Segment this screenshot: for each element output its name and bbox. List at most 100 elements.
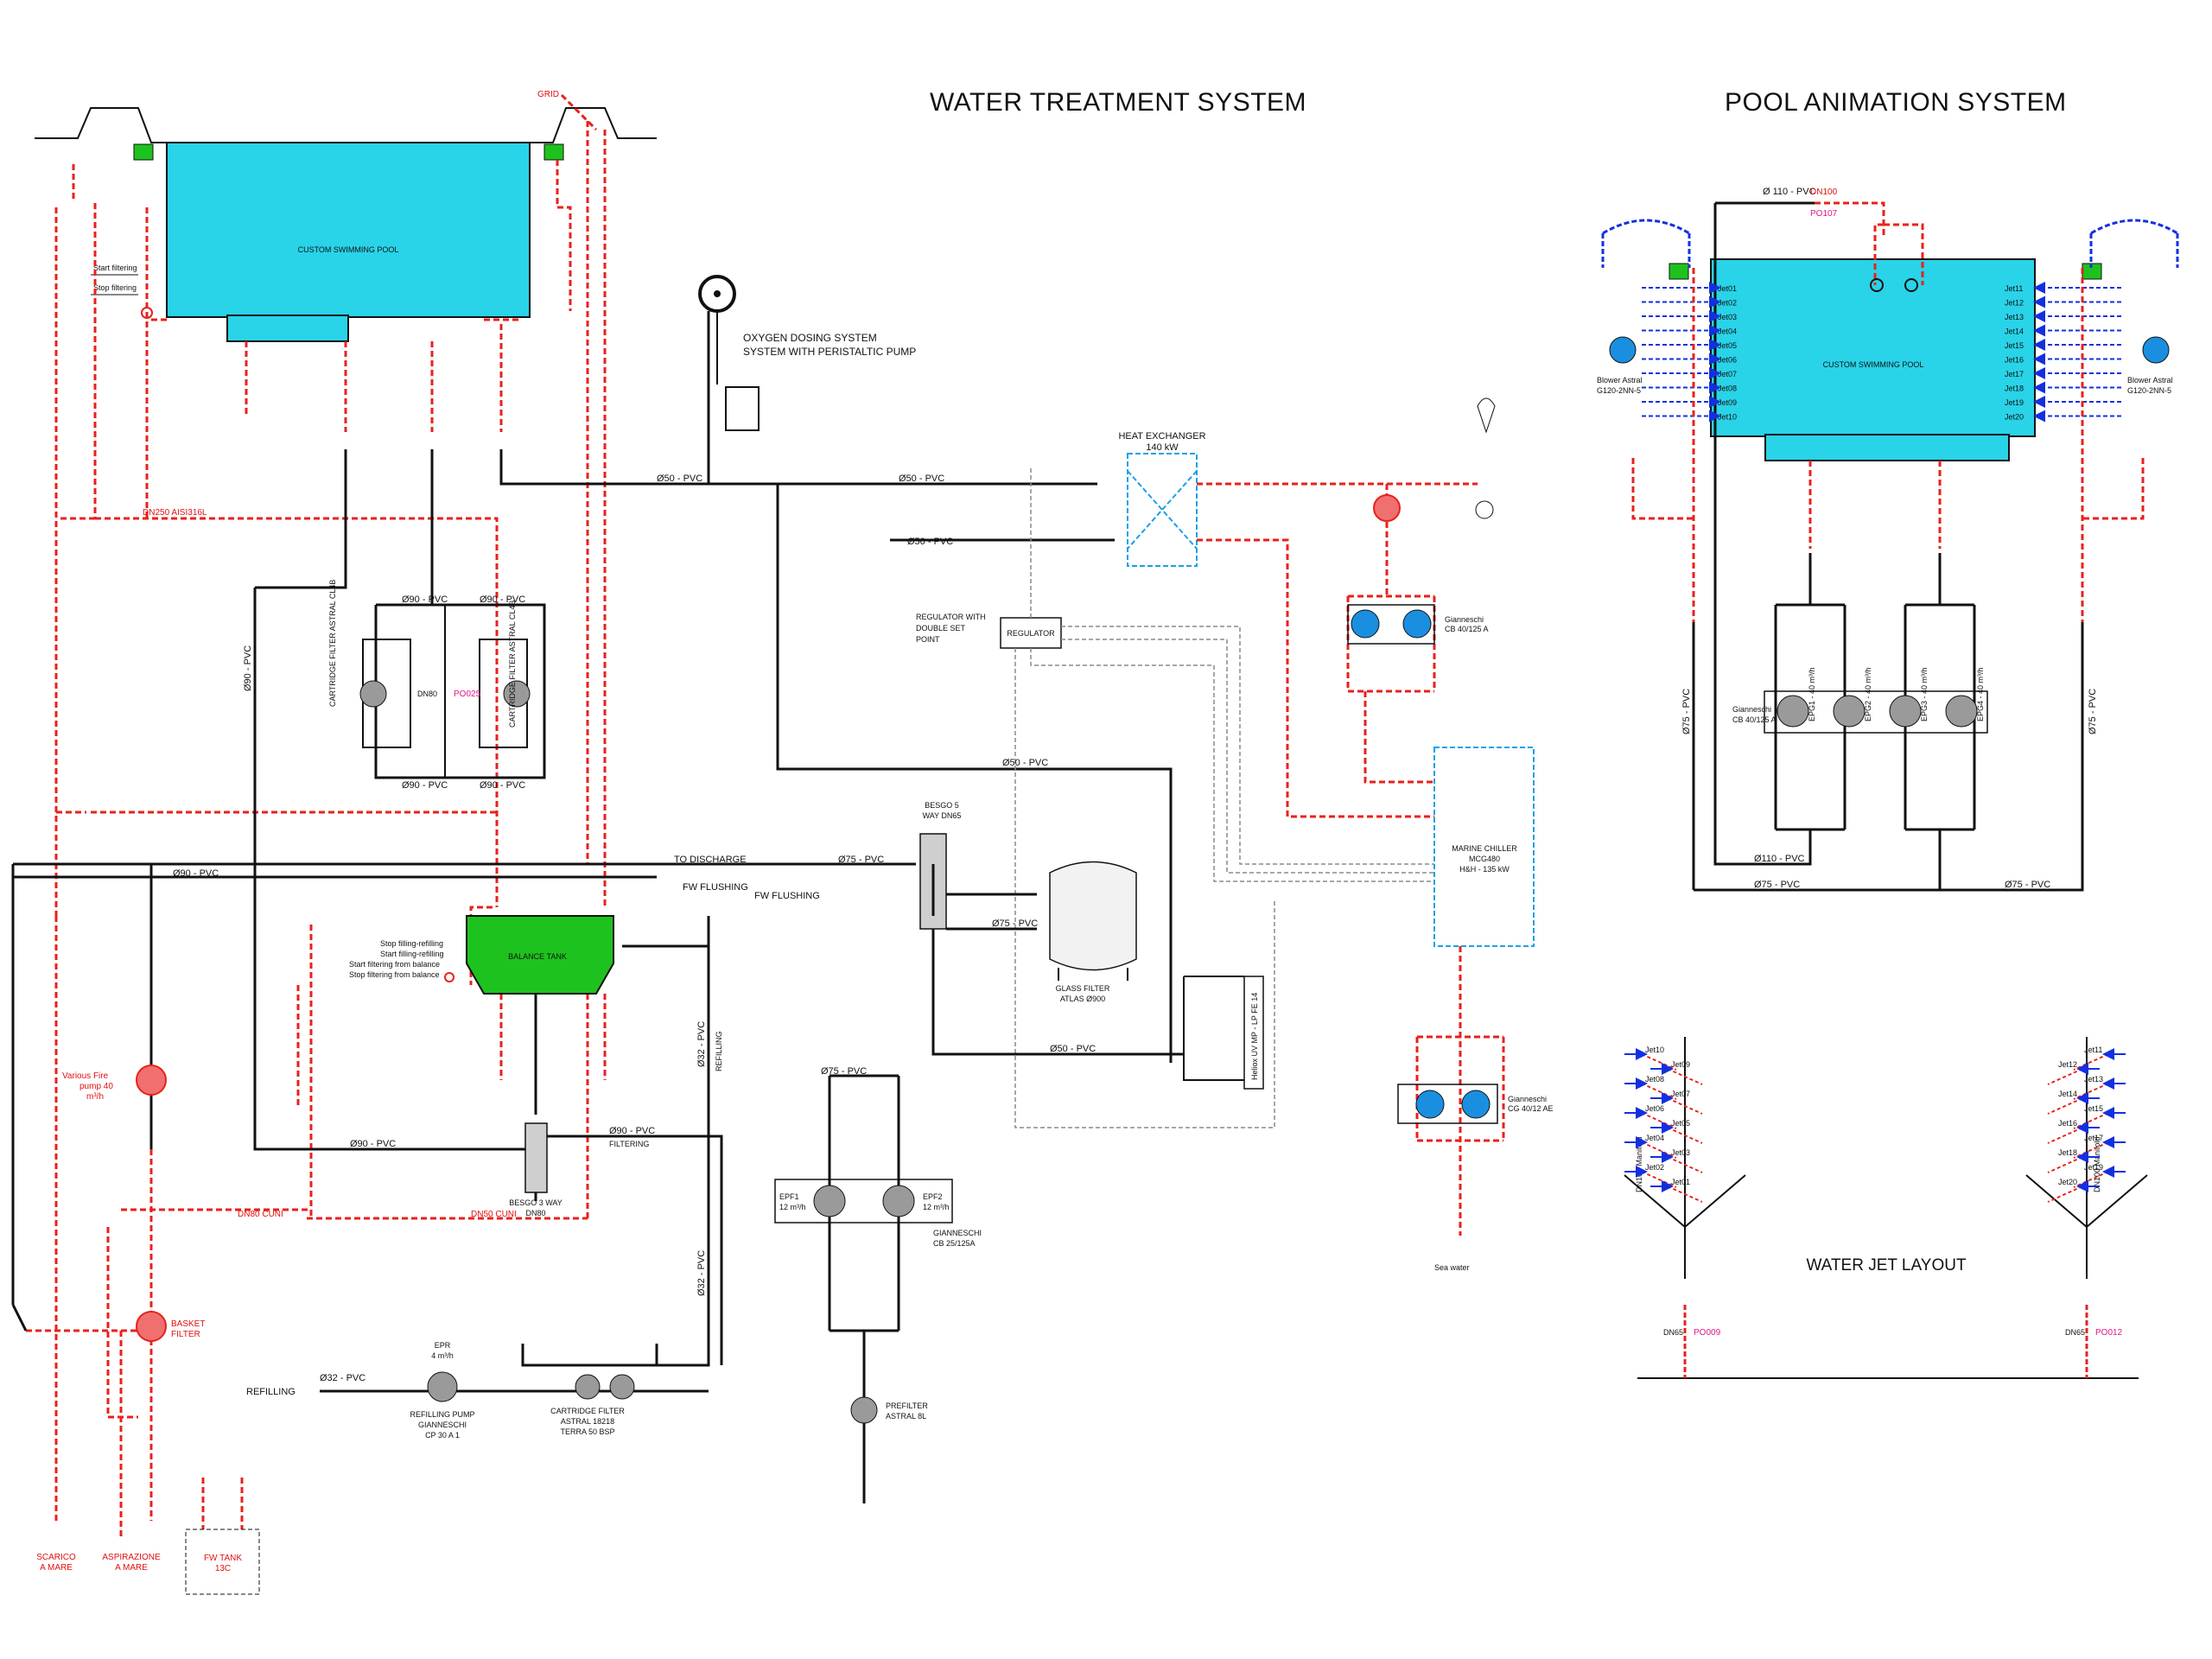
hx-pump-a-icon xyxy=(1351,609,1380,639)
hx-pump-b-icon xyxy=(1402,609,1432,639)
fw-flushing-label-2: FW FLUSHING xyxy=(754,891,820,901)
fw-flushing-label: FW FLUSHING xyxy=(683,882,748,893)
blower-right-icon xyxy=(2142,336,2170,364)
expansion-vessel-icon xyxy=(1477,397,1496,434)
left-pool-sump xyxy=(226,315,349,342)
layout-jet-pipe-right xyxy=(2073,1083,2109,1100)
heat-exchanger-power: 140 kW xyxy=(1146,442,1179,453)
black-main-pipes xyxy=(11,311,1173,1393)
stop-from-balance-label: Stop filtering from balance xyxy=(349,970,440,979)
jet-layout-jets: Jet10Jet09Jet08Jet07Jet06Jet05Jet04Jet03… xyxy=(1624,1046,2126,1203)
signal xyxy=(1061,639,1434,874)
pipe-labels: TO DISCHARGE FW FLUSHING FW FLUSHING DN8… xyxy=(143,474,1096,1296)
besgo5-name: BESGO 5 xyxy=(925,801,959,810)
cf-bottom-pipe-left: Ø90 - PVC xyxy=(402,780,448,791)
marine-chiller-box xyxy=(1433,747,1535,947)
blower-left-loop xyxy=(1602,219,1690,235)
start-filtering-label: Start filtering xyxy=(93,264,137,272)
layout-jet-pipe-right xyxy=(2073,1141,2109,1159)
layout-jet-label-right: Jet12 xyxy=(2058,1060,2077,1069)
besgo5-size: WAY DN65 xyxy=(923,811,962,820)
jet-pipe-75a: Ø75 - PVC xyxy=(1754,880,1800,890)
prefilter-piping xyxy=(828,1074,900,1503)
cartridge-filter-right-icon xyxy=(503,680,531,708)
jet-label-left: Jet05 xyxy=(1718,341,1737,350)
blower-verticals xyxy=(1601,233,2179,268)
epf2-flow: 12 m³/h xyxy=(923,1203,950,1211)
layout-jet-label-right: Jet17 xyxy=(2084,1134,2103,1142)
layout-jet-pipe-right xyxy=(2073,1171,2109,1188)
right-return-110 xyxy=(1713,203,1763,866)
jet-pumps-group: Gianneschi CB 40/125 A EPG1 - 40 m³/h EP… xyxy=(1681,553,2098,892)
hx-to-chiller xyxy=(1363,691,1434,784)
besgo3-group: BESGO 3 WAY DN80 xyxy=(509,1122,563,1217)
left-pool-basin xyxy=(166,142,531,318)
layout-jet-pipe-right xyxy=(2047,1185,2083,1203)
blower-right-label: Blower Astral xyxy=(2127,376,2173,385)
sea-pump-a-icon xyxy=(1415,1090,1445,1119)
fw-tank-label: FW TANK xyxy=(204,1554,242,1563)
skimmer-left xyxy=(133,143,154,161)
marine-chiller-line1: MARINE CHILLER xyxy=(1452,844,1517,853)
epf1-label: EPF1 xyxy=(779,1192,799,1201)
red-pipe-grid-3 xyxy=(560,93,598,131)
cf-top-pipe-left: Ø90 - PVC xyxy=(402,594,448,605)
jet-layout-right-dn: DN65 xyxy=(2065,1328,2085,1337)
vertical-90-pvc xyxy=(253,588,536,1151)
fire-pump-label3: m³/h xyxy=(86,1092,104,1102)
jet-label-left: Jet06 xyxy=(1718,356,1737,365)
layout-jet-label-left: Jet03 xyxy=(1671,1148,1690,1157)
heat-exchanger-cross xyxy=(1127,470,1198,550)
layout-jet-label-right: Jet19 xyxy=(2084,1163,2103,1172)
epg3-pump-icon xyxy=(1889,695,1922,728)
blower-right-model: G120-2NN-5 xyxy=(2127,386,2171,395)
jet-label-right: Jet12 xyxy=(2005,299,2024,308)
refill-cartridge-model: ASTRAL 18218 xyxy=(561,1417,614,1426)
pool-deck-outline xyxy=(35,107,657,143)
blower-left-model: G120-2NN-5 xyxy=(1597,386,1641,395)
layout-jet-label-left: Jet09 xyxy=(1671,1060,1690,1069)
jet-label-right: Jet18 xyxy=(2005,385,2024,393)
filter-piping xyxy=(931,864,1184,1056)
epf2-label: EPF2 xyxy=(923,1192,943,1201)
blowers: Blower Astral G120-2NN-5 Blower Astral G… xyxy=(1597,219,2179,395)
left-pool-group: CUSTOM SWIMMING POOL Start filtering Sto… xyxy=(35,90,657,342)
layout-jet-label-left: Jet02 xyxy=(1645,1163,1664,1172)
regulator-note-3: POINT xyxy=(916,635,940,644)
cartridge-filter-left-label: CARTRIDGE FILTER ASTRAL CL4B xyxy=(328,580,337,707)
hx-red-loop xyxy=(1197,482,1505,1236)
thermometer-icon xyxy=(1475,500,1494,519)
sea-pump-b-icon xyxy=(1461,1090,1491,1119)
pipe-to-filter xyxy=(255,449,347,589)
epg2-label: EPG2 - 40 m³/h xyxy=(1864,667,1872,721)
right-red-pipes xyxy=(1631,268,2145,622)
inlet-nozzle-a-icon xyxy=(1870,278,1884,292)
layout-jet-label-left: Jet01 xyxy=(1671,1178,1690,1186)
cf-center-valve-tag: PO025 xyxy=(454,690,481,699)
start-refilling-label: Start filling-refilling xyxy=(380,950,444,958)
refill-cartridge-name: CARTRIDGE FILTER xyxy=(550,1407,625,1415)
glass-filter-model: ATLAS Ø900 xyxy=(1060,995,1105,1003)
jet-pipe-75v1: Ø75 - PVC xyxy=(1681,689,1692,734)
aspirazione-label2: A MARE xyxy=(115,1563,148,1573)
right-skimmer-left xyxy=(1669,263,1689,280)
refill-cartridge-b-icon xyxy=(609,1374,635,1400)
prefilter-pumps-group: EPF1 12 m³/h EPF2 12 m³/h GIANNESCHI CB … xyxy=(774,1074,982,1503)
signal xyxy=(1030,648,1434,882)
layout-jet-pipe-right xyxy=(2047,1127,2083,1144)
jet-label-left: Jet07 xyxy=(1718,370,1737,378)
fw-tank-box xyxy=(185,1529,260,1595)
jet-label-right: Jet17 xyxy=(2005,370,2024,378)
p50a-label: Ø50 - PVC xyxy=(657,474,702,484)
pool-animation-title: POOL ANIMATION SYSTEM xyxy=(1725,88,2067,117)
right-pool-sump xyxy=(1764,434,2010,461)
jet-label-left: Jet09 xyxy=(1718,398,1737,407)
regulator-note-2: DOUBLE SET xyxy=(916,624,966,632)
p90-ret2-label: Ø90 - PVC xyxy=(609,1126,655,1136)
jet-layout-right-tag: PO012 xyxy=(2095,1328,2123,1338)
marine-chiller-line2: MCG480 xyxy=(1469,855,1500,863)
p50e-label: Ø50 - PVC xyxy=(1050,1044,1096,1054)
cartridge-filters: CARTRIDGE FILTER ASTRAL CL4B CARTRIDGE F… xyxy=(328,580,544,791)
besgo3-size: DN80 xyxy=(525,1209,545,1217)
layout-jet-label-left: Jet10 xyxy=(1645,1046,1664,1054)
